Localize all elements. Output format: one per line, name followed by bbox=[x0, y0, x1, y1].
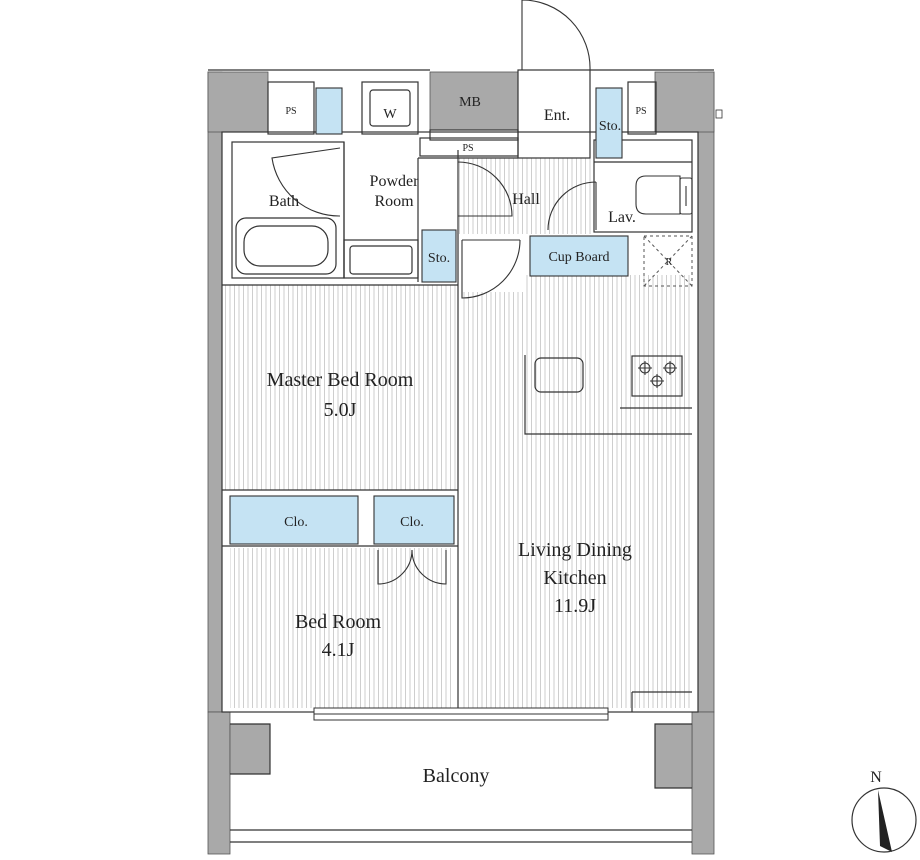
linen-cabinet bbox=[315, 87, 343, 135]
refrigerator-space bbox=[643, 235, 693, 287]
west-wall bbox=[207, 71, 223, 713]
kitchen-floor bbox=[525, 275, 692, 355]
ldk-name-line2: Kitchen bbox=[543, 567, 606, 589]
entrance-outline bbox=[517, 69, 591, 159]
ps-right-box bbox=[627, 81, 657, 135]
east-wall bbox=[697, 71, 715, 713]
ps-mid-label: PS bbox=[462, 143, 473, 154]
storage-blocks bbox=[229, 87, 629, 545]
stove-outline bbox=[631, 355, 683, 397]
windows bbox=[313, 707, 609, 721]
powder-name-line1: Powder bbox=[370, 173, 420, 190]
hall-floor bbox=[458, 158, 594, 234]
balcony-se-column bbox=[654, 723, 693, 789]
master-bed-floor bbox=[224, 285, 456, 490]
powder-door bbox=[457, 161, 513, 217]
storage-hall-label: Sto. bbox=[428, 251, 450, 266]
ps-right-label: PS bbox=[635, 106, 646, 117]
kitchen-counter-outline bbox=[524, 355, 692, 435]
bath-door bbox=[271, 147, 341, 217]
balcony-name: Balcony bbox=[423, 765, 490, 787]
hall-door bbox=[461, 239, 521, 299]
sink bbox=[534, 357, 584, 393]
balcony-west-wall bbox=[207, 711, 231, 855]
balcony-outline bbox=[230, 723, 692, 843]
closet-master-label: Clo. bbox=[284, 515, 308, 530]
bath-name: Bath bbox=[269, 193, 299, 210]
ldk-name-line1: Living Dining bbox=[518, 539, 632, 561]
ps-left-label: PS bbox=[285, 106, 296, 117]
storage-entrance bbox=[595, 87, 623, 159]
bath-room-outline bbox=[231, 141, 345, 279]
structural-walls bbox=[207, 71, 715, 855]
washer-inner bbox=[369, 89, 411, 127]
washer-outline bbox=[361, 81, 419, 135]
balcony-sw-column bbox=[229, 723, 271, 775]
closet-door-right bbox=[411, 549, 447, 585]
cup-board bbox=[529, 235, 629, 277]
storage-entrance-label: Sto. bbox=[599, 119, 621, 134]
bed-size: 4.1J bbox=[322, 639, 355, 661]
cup-board-label: Cup Board bbox=[548, 250, 609, 265]
bed-name: Bed Room bbox=[295, 611, 382, 633]
washer-label: W bbox=[383, 107, 397, 122]
vanity bbox=[343, 239, 419, 279]
master-bed-size: 5.0J bbox=[324, 399, 357, 421]
ldk-size: 11.9J bbox=[554, 595, 596, 617]
master-bed-name: Master Bed Room bbox=[267, 369, 414, 391]
hall-name: Hall bbox=[512, 191, 540, 208]
room-labels: Master Bed Room 5.0J Bed Room 4.1J Livin… bbox=[267, 107, 636, 787]
closet-master bbox=[229, 495, 359, 545]
ne-wall-block bbox=[654, 71, 715, 133]
lavatory-door bbox=[547, 181, 597, 231]
closet-bed bbox=[373, 495, 455, 545]
hatched-floors bbox=[224, 158, 692, 708]
closet-door-left bbox=[377, 549, 413, 585]
wall-marker bbox=[715, 109, 723, 119]
bed-floor bbox=[230, 548, 452, 708]
compass: N bbox=[851, 769, 917, 853]
ldk-floor bbox=[462, 292, 692, 708]
entrance-door bbox=[521, 0, 591, 71]
bathtub bbox=[235, 217, 337, 275]
fixture-labels: PS PS PS MB W Sto. Sto. Cup Board R Clo.… bbox=[284, 95, 673, 530]
compass-north-label: N bbox=[870, 769, 882, 786]
closet-bed-label: Clo. bbox=[400, 515, 424, 530]
powder-name-line2: Room bbox=[374, 193, 414, 210]
compass-needle-icon bbox=[878, 790, 892, 852]
balcony-east-wall bbox=[691, 711, 715, 855]
mb-label: MB bbox=[459, 95, 481, 110]
stove-burners bbox=[638, 361, 677, 388]
toilet bbox=[635, 175, 693, 215]
lavatory-name: Lav. bbox=[608, 209, 636, 226]
storage-hall bbox=[421, 229, 457, 283]
ps-left-box bbox=[267, 81, 315, 135]
nw-wall-block bbox=[207, 71, 269, 133]
entrance-name: Ent. bbox=[544, 107, 570, 124]
refrigerator-label: R bbox=[666, 257, 673, 268]
doors bbox=[271, 0, 597, 585]
